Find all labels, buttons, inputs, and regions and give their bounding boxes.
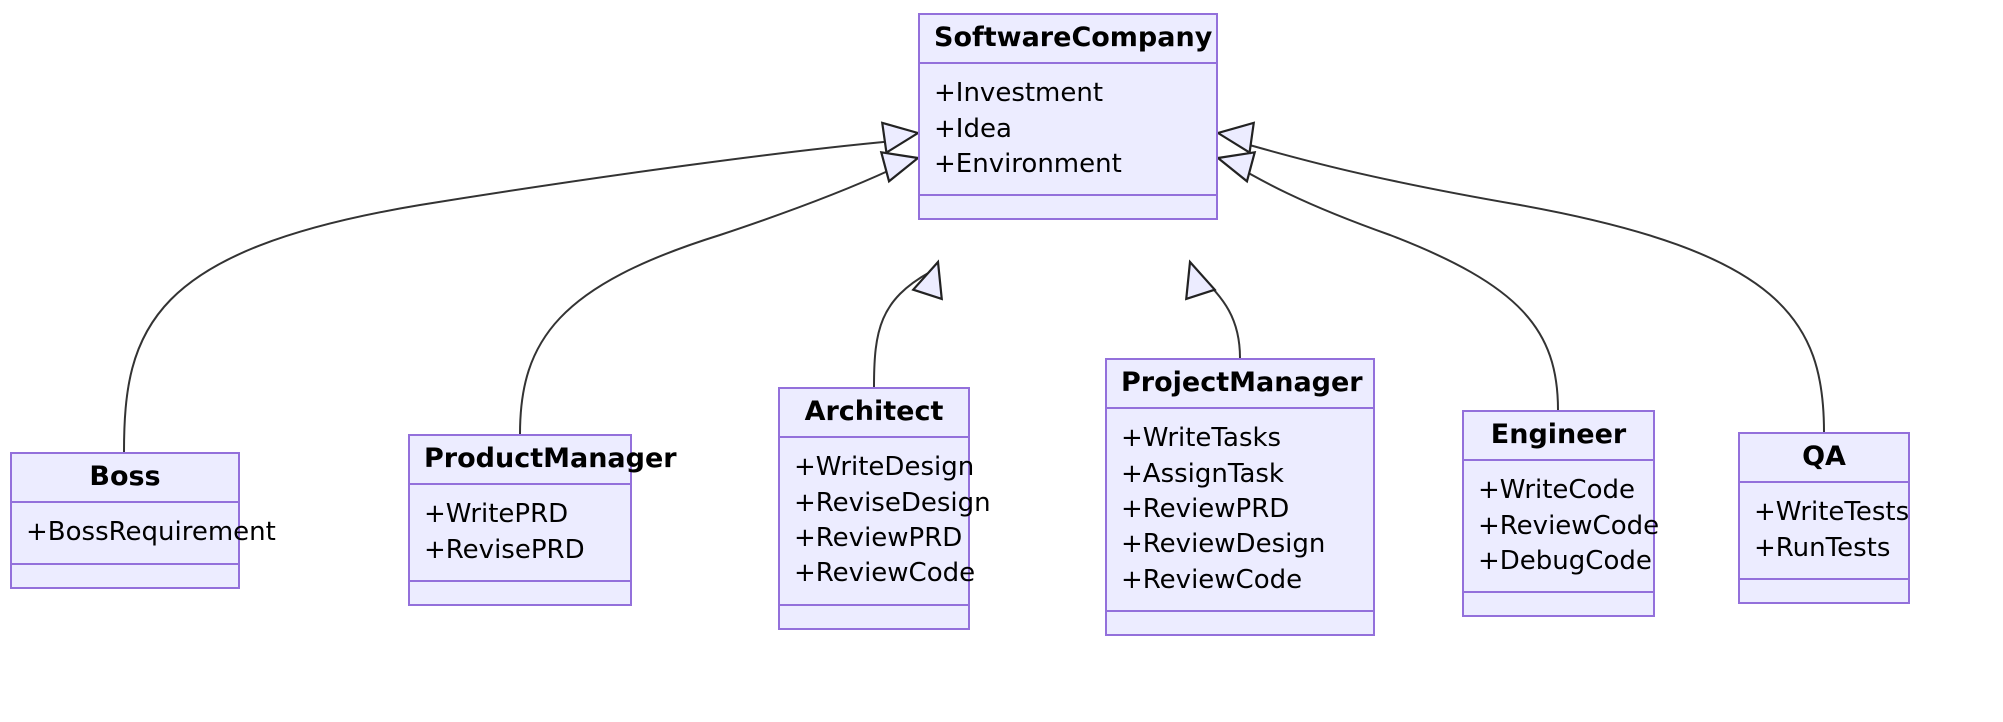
class-methods-architect <box>780 606 968 628</box>
class-name-project-manager: ProjectManager <box>1107 360 1373 410</box>
class-attribute: +Investment <box>934 78 1104 109</box>
class-attribute: +WriteCode <box>1478 475 1635 506</box>
class-attribute: +ReviewCode <box>1121 564 1303 595</box>
uml-class-software-company[interactable]: SoftwareCompany +Investment +Idea +Environm… <box>918 13 1218 221</box>
generalization-arrowhead-arrow-engineer <box>1215 150 1257 184</box>
class-attribute: +RunTests <box>1754 532 1891 563</box>
class-name-architect: Architect <box>780 389 968 439</box>
uml-class-project-manager[interactable]: ProjectManager +WriteTasks +AssignTask +Rev… <box>1105 358 1375 637</box>
class-name-software-company: SoftwareCompany <box>920 15 1216 65</box>
class-attribute: +ReviewDesign <box>1121 529 1326 560</box>
class-attribute: +Idea <box>934 113 1012 144</box>
class-attribute: +RevisePRD <box>424 534 585 565</box>
arrowhead-triangle <box>1215 121 1256 155</box>
arrowhead-triangle <box>1184 259 1217 301</box>
class-attribute: +DebugCode <box>1478 546 1652 577</box>
class-attributes-qa: +WriteTests +RunTests <box>1740 483 1910 581</box>
class-attribute: +ReviewPRD <box>794 523 963 554</box>
class-attribute: +Environment <box>934 149 1122 180</box>
uml-class-product-manager[interactable]: ProductManager +WritePRD +RevisePRD <box>408 434 677 607</box>
class-attribute: +WriteDesign <box>794 452 975 483</box>
class-attributes-project-manager: +WriteTasks +AssignTask +ReviewPRD +ReviewD… <box>1107 409 1373 613</box>
class-attributes-product-manager: +WritePRD +RevisePRD <box>410 485 630 583</box>
class-attribute: +ReviseDesign <box>794 487 991 518</box>
arrowhead-triangle <box>879 150 921 184</box>
class-methods-software-company <box>920 196 1216 218</box>
class-name-engineer: Engineer <box>1464 412 1653 462</box>
class-methods-qa <box>1740 580 1908 602</box>
generalization-arrowhead-arrow-qa <box>1215 121 1256 155</box>
class-methods-product-manager <box>410 582 630 604</box>
class-attributes-engineer: +WriteCode +ReviewCode +DebugCode <box>1464 461 1660 594</box>
class-attributes-software-company: +Investment +Idea +Environment <box>920 64 1216 197</box>
class-attributes-architect: +WriteDesign +ReviseDesign +ReviewPRD +Revi… <box>780 438 991 606</box>
class-attributes-boss: +BossRequirement <box>12 503 276 565</box>
class-attribute: +ReviewCode <box>794 558 976 589</box>
class-attribute: +WritePRD <box>424 499 569 530</box>
class-attribute: +ReviewCode <box>1478 510 1660 541</box>
arrowhead-triangle <box>880 121 921 155</box>
class-attribute: +AssignTask <box>1121 458 1284 489</box>
class-methods-engineer <box>1464 593 1653 615</box>
arrowhead-triangle <box>1215 150 1257 184</box>
class-name-boss: Boss <box>12 454 238 504</box>
generalization-arrowhead-arrow-boss <box>880 121 921 155</box>
class-attribute: +BossRequirement <box>26 517 276 548</box>
arrowhead-triangle <box>911 259 944 301</box>
uml-class-engineer[interactable]: Engineer +WriteCode +ReviewCode +DebugCode <box>1462 410 1660 618</box>
uml-class-architect[interactable]: Architect +WriteDesign +ReviseDesign +Revie… <box>778 387 991 630</box>
uml-class-qa[interactable]: QA +WriteTests +RunTests <box>1738 432 1910 605</box>
relationship-edge-architect-to-company <box>873 271 931 388</box>
class-methods-project-manager <box>1107 612 1373 634</box>
uml-class-boss[interactable]: Boss +BossRequirement <box>10 452 276 589</box>
class-attribute: +WriteTasks <box>1121 423 1282 454</box>
class-name-qa: QA <box>1740 434 1908 484</box>
class-attribute: +WriteTests <box>1754 497 1910 528</box>
relationship-edge-project-manager-to-company <box>1195 271 1241 359</box>
class-methods-boss <box>12 565 238 587</box>
class-attribute: +ReviewPRD <box>1121 494 1290 525</box>
generalization-arrowhead-arrow-project-manager <box>1184 259 1217 301</box>
generalization-arrowhead-arrow-architect <box>911 259 944 301</box>
class-name-product-manager: ProductManager <box>410 436 677 486</box>
generalization-arrowhead-arrow-product-manager <box>879 150 921 184</box>
